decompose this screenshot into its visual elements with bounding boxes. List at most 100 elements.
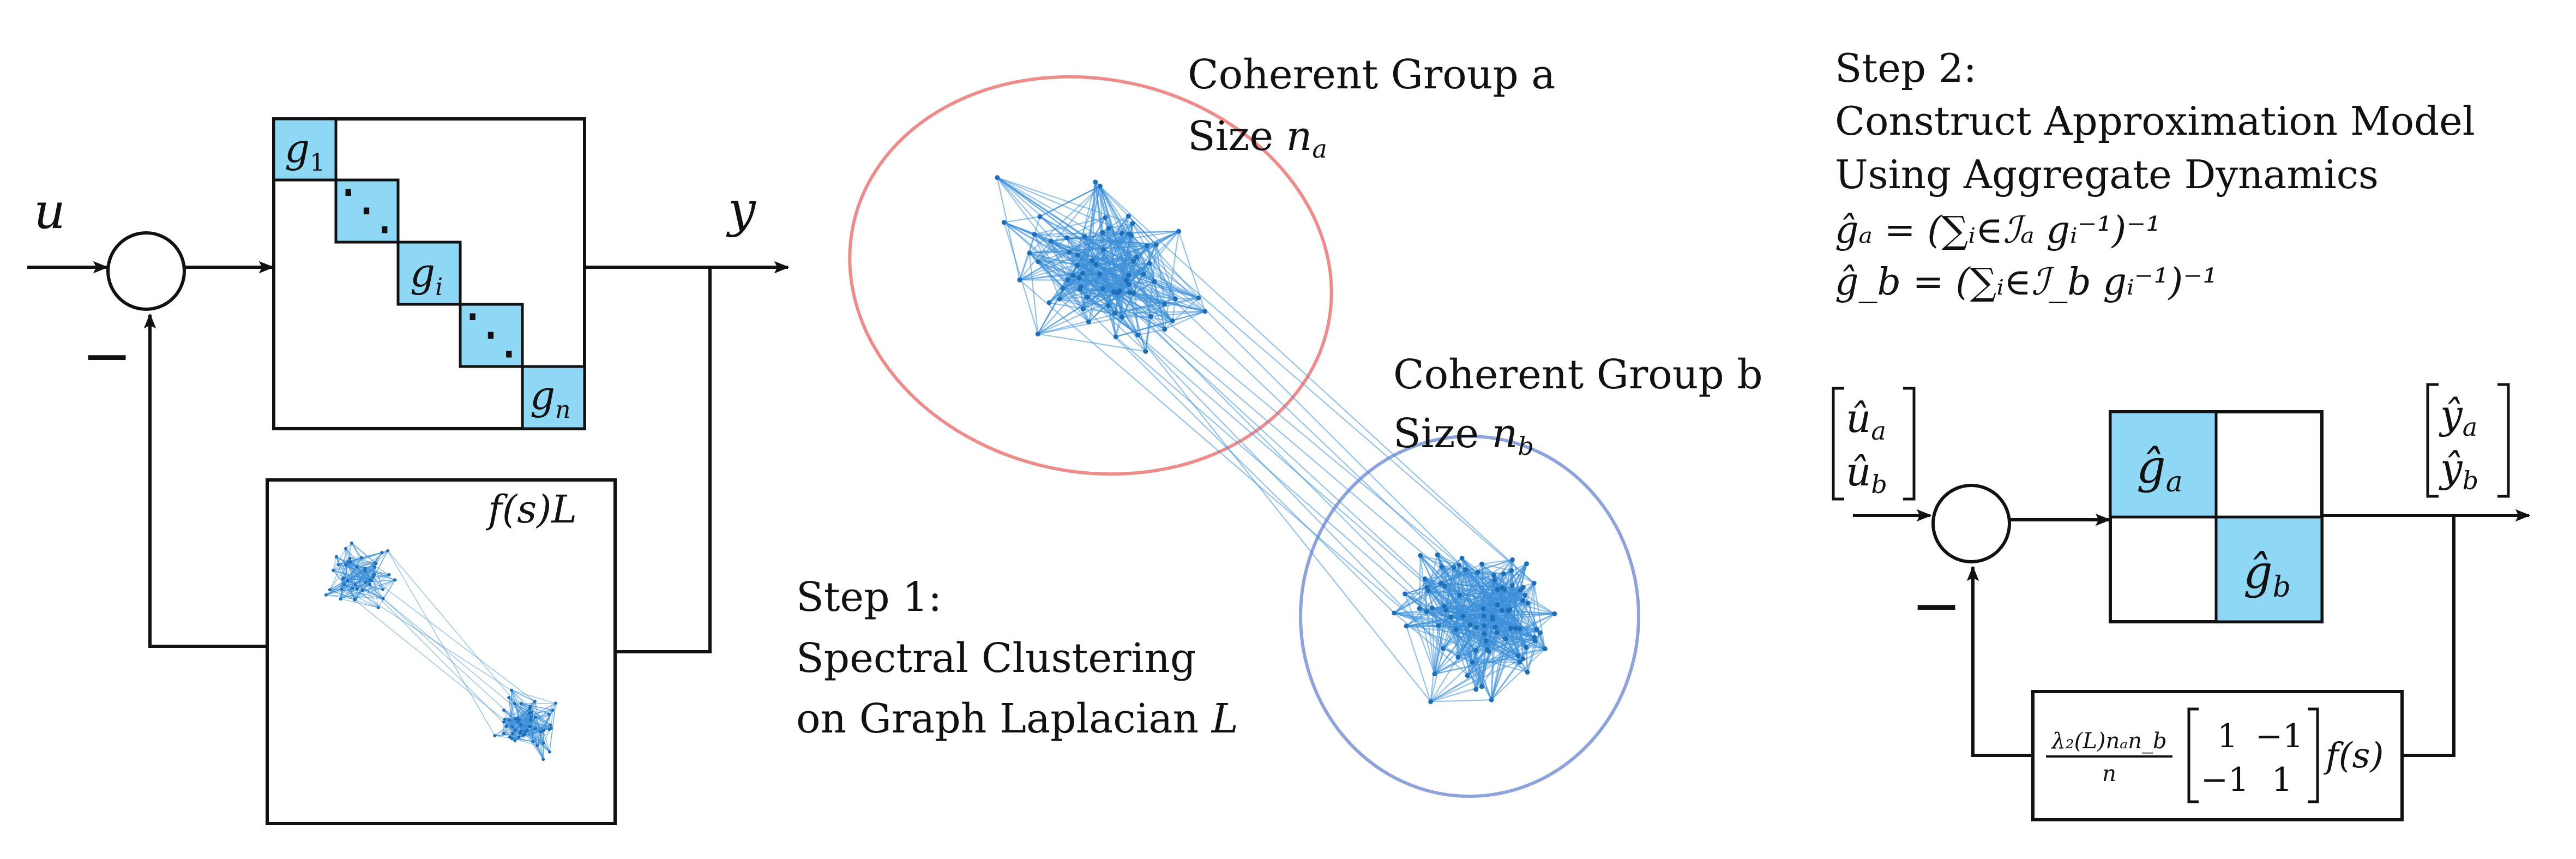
plant-matrix-box: [272, 117, 586, 430]
large-graph-edge: [997, 177, 1129, 276]
small-graph-edge: [534, 701, 544, 731]
output-y-hat-a: ŷa: [2439, 392, 2477, 442]
large-graph-edge: [1502, 587, 1546, 650]
small-graph-node: [513, 702, 516, 706]
large-graph-edge: [1029, 251, 1069, 254]
large-graph-node: [1106, 225, 1111, 231]
large-graph-node: [1078, 287, 1083, 292]
large-graph-node: [1065, 277, 1070, 283]
large-graph-node: [1202, 309, 1208, 314]
small-graph-edge: [509, 736, 544, 744]
large-graph-edge: [1150, 303, 1165, 317]
large-graph-node: [1542, 646, 1548, 652]
large-graph-edge: [1029, 253, 1395, 614]
large-graph-edge: [1430, 699, 1492, 702]
small-graph-node: [342, 582, 346, 586]
gain-matrix-22: 1: [2272, 761, 2292, 799]
large-graph-node: [1032, 232, 1037, 237]
large-graph-node: [1453, 627, 1459, 632]
small-graph-node: [369, 578, 373, 582]
large-graph-node: [1113, 334, 1118, 339]
small-graph-node: [547, 750, 551, 754]
small-graph-edge: [357, 582, 366, 590]
small-graph-node: [371, 575, 375, 579]
large-graph-edge: [1128, 233, 1145, 274]
large-graph-node: [1127, 231, 1132, 237]
large-graph-node: [1524, 645, 1529, 650]
large-graph-edge: [1128, 233, 1545, 650]
large-graph-node: [1126, 273, 1131, 278]
large-graph-edge: [1039, 216, 1097, 265]
large-graph-edge: [1482, 563, 1512, 572]
block-ddots-1: [334, 178, 400, 244]
gain-fs: f(s): [2324, 736, 2384, 776]
small-graph-node: [528, 724, 532, 728]
feedback-gain-expression: λ₂(L)nₐn_b n 1 −1 −1 1 f(s): [2046, 707, 2384, 803]
small-graph-edge: [362, 588, 383, 591]
large-graph-edge: [1430, 648, 1444, 702]
block-gb-hat-label: ĝb: [2243, 545, 2291, 604]
large-graph-edge: [1430, 662, 1473, 702]
large-graph-edge: [1091, 182, 1096, 261]
large-graph-node: [1509, 568, 1514, 573]
large-graph-node: [1443, 608, 1449, 613]
large-graph-edge: [1515, 582, 1535, 629]
gn-label: gn: [530, 373, 570, 424]
large-graph-edge: [1431, 607, 1528, 673]
large-graph-node: [1097, 271, 1103, 277]
large-graph-node: [1424, 609, 1429, 615]
gi-label: gi: [410, 250, 443, 301]
large-graph-node: [1075, 263, 1080, 268]
large-graph-node: [1425, 588, 1431, 593]
small-graph-edge: [345, 548, 365, 569]
large-graph-node: [1103, 215, 1108, 220]
ddots-label-2: ⋱: [464, 302, 518, 365]
large-graph-node: [1509, 582, 1515, 588]
step2-text: Step 2: Construct Approximation Model Us…: [1835, 45, 2475, 304]
small-graph-node: [342, 576, 346, 580]
large-graph-node: [1436, 623, 1441, 628]
large-graph-edge: [1428, 590, 1483, 687]
large-graph-edge: [1476, 627, 1497, 633]
small-graph-edge: [338, 558, 350, 566]
large-graph-node: [995, 175, 1000, 181]
small-graph-edge: [365, 563, 376, 569]
large-graph-edge: [1477, 572, 1494, 576]
small-graph-edge: [508, 697, 516, 719]
large-graph-edge: [1068, 251, 1477, 628]
large-graph-edge: [1115, 310, 1205, 314]
large-graph-edge: [1038, 261, 1109, 307]
small-graph-edge: [511, 689, 556, 704]
large-graph-node: [1506, 608, 1511, 613]
large-graph-edge: [1539, 632, 1546, 649]
large-graph-edge: [1465, 569, 1485, 634]
small-graph-node: [529, 715, 533, 719]
small-graph-node: [351, 586, 354, 590]
small-graph-edge: [509, 728, 535, 738]
step1-text: Step 1: Spectral Clustering on Graph Lap…: [796, 574, 1238, 742]
step1-line1: Step 1:: [796, 574, 942, 621]
small-graph-node: [507, 696, 511, 700]
small-graph-node: [324, 593, 328, 597]
small-graph-edge: [365, 568, 389, 575]
large-graph-edge: [1059, 298, 1090, 323]
large-graph-edge: [1394, 612, 1545, 650]
large-graph-node: [1462, 567, 1468, 573]
small-graph-node: [514, 717, 517, 721]
large-graph-edge: [1430, 686, 1482, 702]
small-graph-node: [547, 712, 551, 716]
group-a-label: Coherent Group a Size na: [1188, 51, 1555, 164]
small-graph-node: [551, 708, 555, 712]
large-graph-edge: [1405, 559, 1513, 594]
small-graph-node: [531, 740, 535, 743]
output-vector-left-bracket: [2426, 383, 2439, 498]
large-graph-node: [1501, 571, 1506, 576]
small-graph-node: [507, 718, 511, 722]
large-graph-edge: [1450, 594, 1526, 618]
large-graph-node: [1147, 261, 1152, 266]
small-graph-node: [339, 597, 342, 601]
large-graph-node: [1440, 646, 1446, 651]
large-graph-node: [1143, 349, 1148, 354]
gain-matrix-12: −1: [2255, 717, 2303, 755]
